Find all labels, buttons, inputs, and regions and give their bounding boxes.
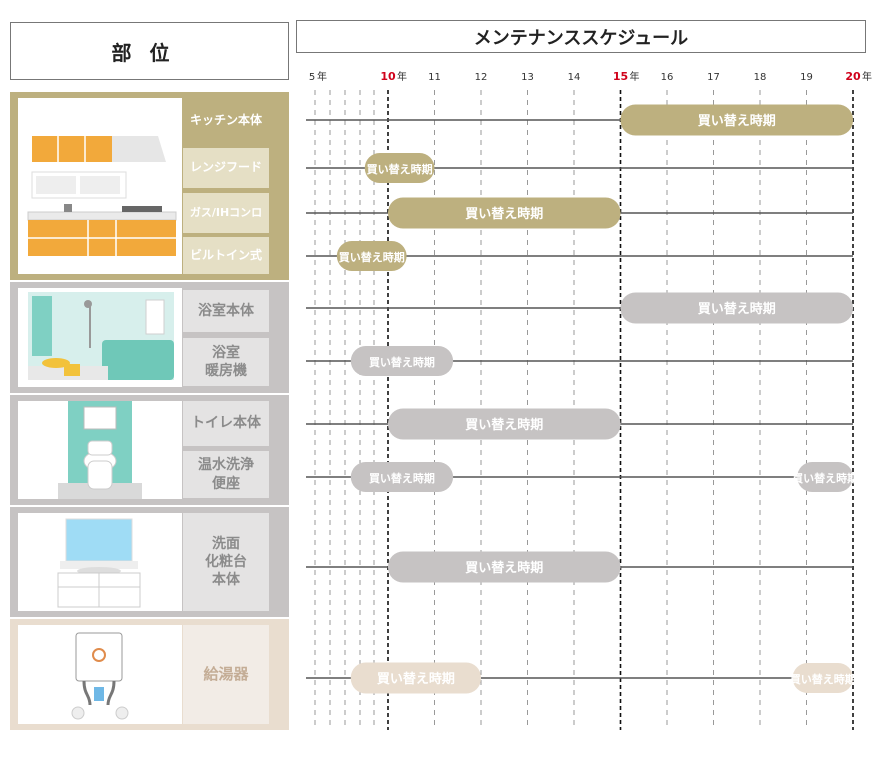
bar-label: 買い替え時期 (698, 301, 776, 317)
tick-unit-5: 年 (317, 70, 327, 83)
replacement-bar (388, 551, 621, 583)
schedule-title: メンテナンススケジュール (473, 27, 689, 49)
water-heater-illustration (18, 625, 182, 724)
tick-label-17: 17 (707, 72, 720, 83)
label-bath-body: 浴室本体 (183, 290, 269, 332)
bar-label: 買い替え時期 (377, 671, 455, 687)
label-washlet: 温水洗浄 便座 (183, 451, 269, 498)
replacement-bar (620, 104, 853, 136)
toilet-illustration (18, 401, 182, 499)
part-header: 部位 (10, 22, 289, 80)
tick-label-16: 16 (661, 72, 674, 83)
bar-label: 買い替え時期 (465, 206, 543, 222)
label-gas-ih-stove: ガス/IHコンロ (183, 193, 269, 233)
label-washstand: 洗面 化粧台 本体 (183, 513, 269, 611)
part-header-text: 部位 (111, 40, 188, 65)
tick-label-11: 11 (428, 72, 441, 83)
bar-label: 買い替え時期 (790, 672, 856, 686)
replacement-bar (388, 408, 621, 440)
tick-label-13: 13 (521, 72, 534, 83)
replacement-bar (350, 462, 454, 492)
tick-unit-15: 年 (630, 70, 640, 83)
tick-label-15: 15 (613, 70, 628, 83)
bathroom-illustration (18, 288, 182, 387)
replacement-bar (792, 663, 853, 693)
replacement-bar (388, 197, 621, 229)
tick-label-10: 10 (380, 70, 396, 83)
replacement-bar (350, 346, 454, 376)
gridlines (314, 90, 854, 730)
bar-label: 買い替え時期 (369, 355, 435, 369)
label-range-hood: レンジフード (183, 148, 269, 188)
bar-label: 買い替え時期 (792, 471, 858, 485)
tick-label-12: 12 (475, 72, 488, 83)
bar-label: 買い替え時期 (367, 162, 433, 176)
tick-unit-20: 年 (862, 70, 872, 83)
label-bath-heater: 浴室 暖房機 (183, 338, 269, 386)
label-kitchen-body: キッチン本体 (183, 100, 269, 142)
bar-label: 買い替え時期 (465, 417, 543, 433)
replacement-bar (336, 241, 407, 271)
tick-label-19: 19 (800, 72, 813, 83)
replacement-bar (350, 662, 481, 694)
replacement-bar (620, 292, 853, 324)
replacement-bar (364, 153, 435, 183)
tick-label-5: 5 (309, 72, 315, 83)
label-toilet-body: トイレ本体 (183, 401, 269, 446)
schedule-rows: 買い替え時期買い替え時期買い替え時期買い替え時期買い替え時期買い替え時期買い替え… (306, 104, 858, 694)
tick-unit-10: 年 (397, 70, 407, 83)
bar-label: 買い替え時期 (465, 560, 543, 576)
schedule-header: メンテナンススケジュール (296, 20, 866, 53)
label-water-heater: 給湯器 (183, 625, 269, 724)
group-toilet (10, 395, 289, 505)
kitchen-illustration (18, 98, 182, 274)
bar-label: 買い替え時期 (369, 471, 435, 485)
bar-label: 買い替え時期 (339, 250, 405, 264)
replacement-bar (797, 462, 853, 492)
bar-label: 買い替え時期 (698, 113, 776, 129)
tick-label-14: 14 (568, 72, 581, 83)
washstand-illustration (18, 513, 182, 611)
tick-label-18: 18 (754, 72, 767, 83)
tick-label-20: 20 (845, 70, 861, 83)
label-builtin: ビルトイン式 (183, 237, 269, 274)
